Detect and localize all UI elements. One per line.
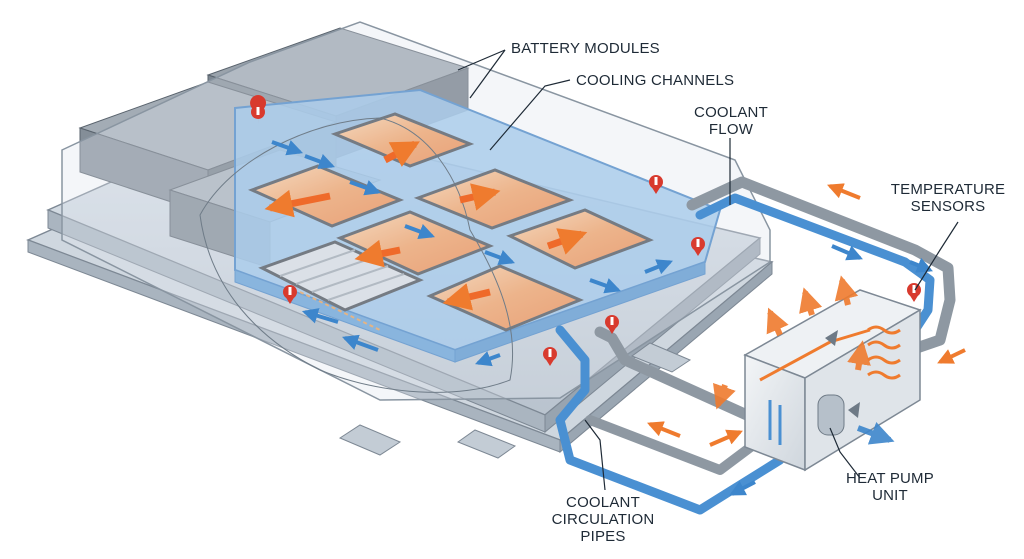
coolant-circulation-pipes: [555, 176, 956, 515]
label-heat-pump-unit: HEAT PUMP UNIT: [846, 470, 934, 504]
pipe-flow-arrows: [647, 183, 966, 496]
thermometer-pin-icon: [907, 283, 921, 302]
label-coolant-flow: COOLANT FLOW: [694, 104, 768, 138]
thermometer-pin-icon: [283, 285, 297, 304]
thermometer-pin-icon: [691, 237, 705, 256]
label-temperature-sensors: TEMPERATURE SENSORS: [890, 181, 1006, 215]
translucent-cover: [61, 21, 771, 401]
label-battery-modules: BATTERY MODULES: [511, 40, 660, 57]
leader-lines: [457, 49, 959, 491]
temperature-sensors: [250, 95, 921, 366]
label-coolant-circulation-pipes: COOLANT CIRCULATION PIPES: [551, 494, 655, 545]
thermometer-pin-icon: [250, 95, 267, 124]
cell-heat-arrows: [264, 140, 588, 311]
thermometer-pin-icon: [543, 347, 557, 366]
label-cooling-channels: COOLING CHANNELS: [576, 72, 735, 89]
thermometer-pin-icon: [649, 175, 663, 194]
heat-pump-heat-arrows: [713, 275, 895, 445]
thermometer-pin-icon: [605, 315, 619, 334]
heat-pump-unit: [743, 289, 922, 472]
channel-flow-arrows: [271, 140, 673, 367]
